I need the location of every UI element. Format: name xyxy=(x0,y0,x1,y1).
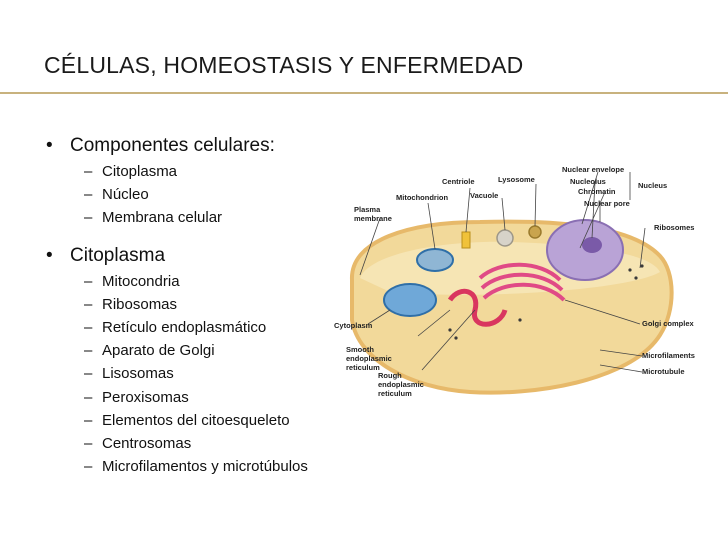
label-nuclear-pore: Nuclear pore xyxy=(584,199,630,208)
label-nuclear-envelope: Nuclear envelope xyxy=(562,165,624,174)
sub-item: Membrana celular xyxy=(70,206,308,229)
leader-lines xyxy=(359,171,646,373)
label-smooth: Smooth xyxy=(346,345,374,354)
sub-item: Ribosomas xyxy=(70,293,308,316)
sub-item: Aparato de Golgi xyxy=(70,339,308,362)
label-microfilaments: Microfilaments xyxy=(642,351,695,360)
golgi-shape xyxy=(478,262,566,302)
mitochondrion-shape xyxy=(416,248,454,272)
bullet-list: Componentes celulares: Citoplasma Núcleo… xyxy=(44,134,308,479)
label-smooth-endoplasmic: endoplasmic xyxy=(346,354,392,363)
sub-item: Peroxisomas xyxy=(70,386,308,409)
bullet-heading: Componentes celulares: xyxy=(70,135,275,156)
sub-item: Retículo endoplasmático xyxy=(70,316,308,339)
sub-item: Núcleo xyxy=(70,183,308,206)
label-rough: Rough xyxy=(378,371,402,380)
cell-diagram: Nuclear envelope Nucleolus Chromatin Nuc… xyxy=(334,165,695,398)
label-centriole: Centriole xyxy=(442,177,475,186)
slide-title: CÉLULAS, HOMEOSTASIS Y ENFERMEDAD xyxy=(44,52,524,78)
title-divider xyxy=(0,92,728,94)
label-nucleolus: Nucleolus xyxy=(570,177,606,186)
sub-item: Lisosomas xyxy=(70,362,308,385)
sub-item: Centrosomas xyxy=(70,432,308,455)
label-golgi-complex: Golgi complex xyxy=(642,319,695,328)
sub-item: Mitocondria xyxy=(70,270,308,293)
mitochondrion-shape xyxy=(383,283,437,317)
label-vacuole: Vacuole xyxy=(470,191,498,200)
bullet-heading: Citoplasma xyxy=(70,244,166,266)
label-mitochondrion: Mitochondrion xyxy=(396,193,448,202)
bullet-componentes: Componentes celulares: Citoplasma Núcleo… xyxy=(44,134,308,230)
sub-item: Microfilamentos y microtúbulos xyxy=(70,455,308,478)
label-membrane: membrane xyxy=(354,214,392,223)
label-chromatin: Chromatin xyxy=(578,187,616,196)
bullet-citoplasma: Citoplasma Mitocondria Ribosomas Retícul… xyxy=(44,244,308,479)
lysosome-shape xyxy=(528,225,542,239)
label-ribosomes: Ribosomes xyxy=(654,223,694,232)
label-lysosome: Lysosome xyxy=(498,175,535,184)
label-plasma: Plasma xyxy=(354,205,381,214)
sub-list-citoplasma: Mitocondria Ribosomas Retículo endoplasm… xyxy=(70,270,308,479)
label-rough-endoplasmic: endoplasmic xyxy=(378,380,424,389)
nucleolus-shape xyxy=(582,237,602,253)
label-rough-reticulum: reticulum xyxy=(378,389,412,398)
vacuole-shape xyxy=(496,229,514,247)
label-smooth-reticulum: reticulum xyxy=(346,363,380,372)
sub-item: Elementos del citoesqueleto xyxy=(70,409,308,432)
sub-list-componentes: Citoplasma Núcleo Membrana celular xyxy=(70,160,308,230)
label-microtubule: Microtubule xyxy=(642,367,685,376)
sub-item: Citoplasma xyxy=(70,160,308,183)
ribosome-dots xyxy=(448,264,644,340)
centriole-shape xyxy=(461,231,471,249)
label-nucleus: Nucleus xyxy=(638,181,667,190)
label-cytoplasm: Cytoplasm xyxy=(334,321,373,330)
